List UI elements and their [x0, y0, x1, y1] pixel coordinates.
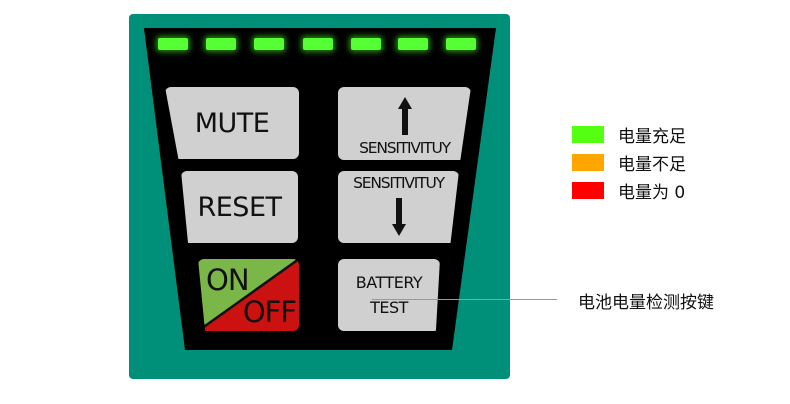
battery-led: [351, 38, 381, 50]
battery-led: [446, 38, 476, 50]
battery-led: [303, 38, 333, 50]
sensitivity-down-label: SENSITIVITUY: [353, 174, 445, 192]
legend-label: 电量充足: [618, 126, 686, 147]
battery-led-bar: [158, 38, 478, 52]
legend-label: 电量不足: [618, 154, 686, 175]
off-label: OFF: [242, 295, 297, 329]
battery-test-button[interactable]: BATTERY TEST: [338, 259, 440, 331]
battery-led: [206, 38, 236, 50]
sensitivity-down-button[interactable]: SENSITIVITUY: [338, 171, 459, 243]
mute-button[interactable]: MUTE: [165, 87, 299, 159]
legend-swatch: [572, 181, 604, 199]
reset-button[interactable]: RESET: [181, 171, 298, 243]
arrow-up-icon: [397, 97, 412, 135]
sensitivity-up-label: SENSITIVITUY: [359, 139, 451, 157]
callout-line: [372, 299, 557, 300]
legend-item: 电量充足: [572, 120, 686, 148]
battery-test-label-line2: TEST: [370, 298, 408, 317]
mute-button-label: MUTE: [194, 107, 270, 139]
legend-item: 电量不足: [572, 148, 686, 176]
on-label: ON: [206, 263, 250, 297]
legend: 电量充足电量不足电量为 0: [572, 120, 686, 204]
battery-led: [398, 38, 428, 50]
battery-led: [158, 38, 188, 50]
legend-item: 电量为 0: [572, 176, 686, 204]
power-toggle-background: [198, 259, 299, 331]
callout-label: 电池电量检测按键: [578, 293, 714, 313]
sensitivity-up-button[interactable]: SENSITIVITUY: [338, 87, 471, 160]
battery-led: [254, 38, 284, 50]
legend-label: 电量为 0: [618, 182, 686, 203]
reset-button-label: RESET: [197, 191, 282, 223]
battery-test-label-line1: BATTERY: [355, 273, 423, 292]
arrow-down-icon: [391, 198, 406, 236]
legend-swatch: [572, 153, 604, 171]
power-toggle-button[interactable]: ON OFF: [198, 259, 299, 331]
legend-swatch: [572, 125, 604, 143]
